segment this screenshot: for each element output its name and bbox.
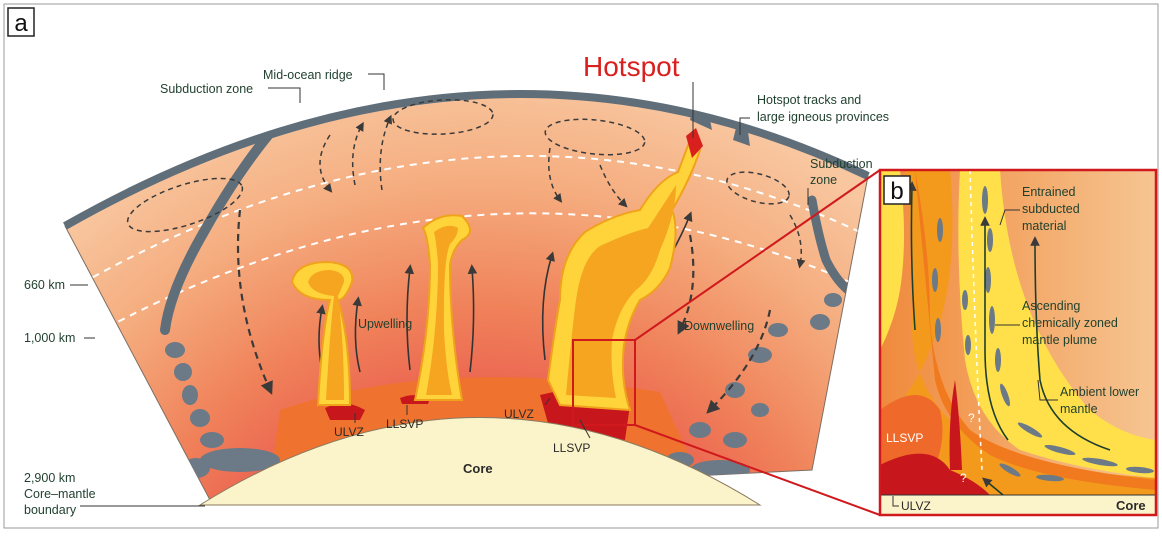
inset-llsvp-label: LLSVP [886, 431, 923, 445]
inset-ulvz-label: ULVZ [901, 499, 931, 513]
ambient-label-1: Ambient lower [1060, 385, 1139, 399]
inset-question-mark-2: ? [960, 471, 967, 485]
llsvp-right-label: LLSVP [553, 441, 590, 455]
subduction-zone-right-label-2: zone [810, 173, 837, 187]
inset-panel-b: b Entrained subducted material Ascending… [880, 170, 1156, 515]
entrained-label-2: subducted [1022, 202, 1080, 216]
ulvz-left-label: ULVZ [334, 425, 364, 439]
mantle-section [65, 94, 868, 505]
depth-1000-label: 1,000 km [24, 331, 75, 345]
depth-2900-label: 2,900 km [24, 471, 75, 485]
core-label: Core [463, 461, 493, 476]
depth-660-label: 660 km [24, 278, 65, 292]
upwelling-label: Upwelling [358, 317, 412, 331]
panel-b-label: b [890, 178, 903, 205]
mid-ocean-ridge-label: Mid-ocean ridge [263, 68, 353, 82]
ascending-label-1: Ascending [1022, 299, 1080, 313]
subduction-zone-right-label-1: Subduction [810, 157, 873, 171]
hotspot-tracks-label-2: large igneous provinces [757, 110, 889, 124]
llsvp-left-label: LLSVP [386, 417, 423, 431]
entrained-label-1: Entrained [1022, 185, 1076, 199]
cmb-label-2: boundary [24, 503, 77, 517]
ulvz-right-label: ULVZ [504, 407, 534, 421]
downwelling-label: Downwelling [684, 319, 754, 333]
subduction-zone-left-label: Subduction zone [160, 82, 253, 96]
hotspot-tracks-label-1: Hotspot tracks and [757, 93, 861, 107]
ascending-label-3: mantle plume [1022, 333, 1097, 347]
inset-question-mark-1: ? [968, 411, 975, 425]
svg-text:a: a [14, 10, 28, 37]
ambient-label-2: mantle [1060, 402, 1098, 416]
ascending-label-2: chemically zoned [1022, 316, 1118, 330]
panel-a-label: a [8, 8, 34, 37]
hotspot-label: Hotspot [583, 51, 680, 82]
entrained-label-3: material [1022, 219, 1066, 233]
cmb-label-1: Core–mantle [24, 487, 96, 501]
inset-core-label: Core [1116, 498, 1146, 513]
